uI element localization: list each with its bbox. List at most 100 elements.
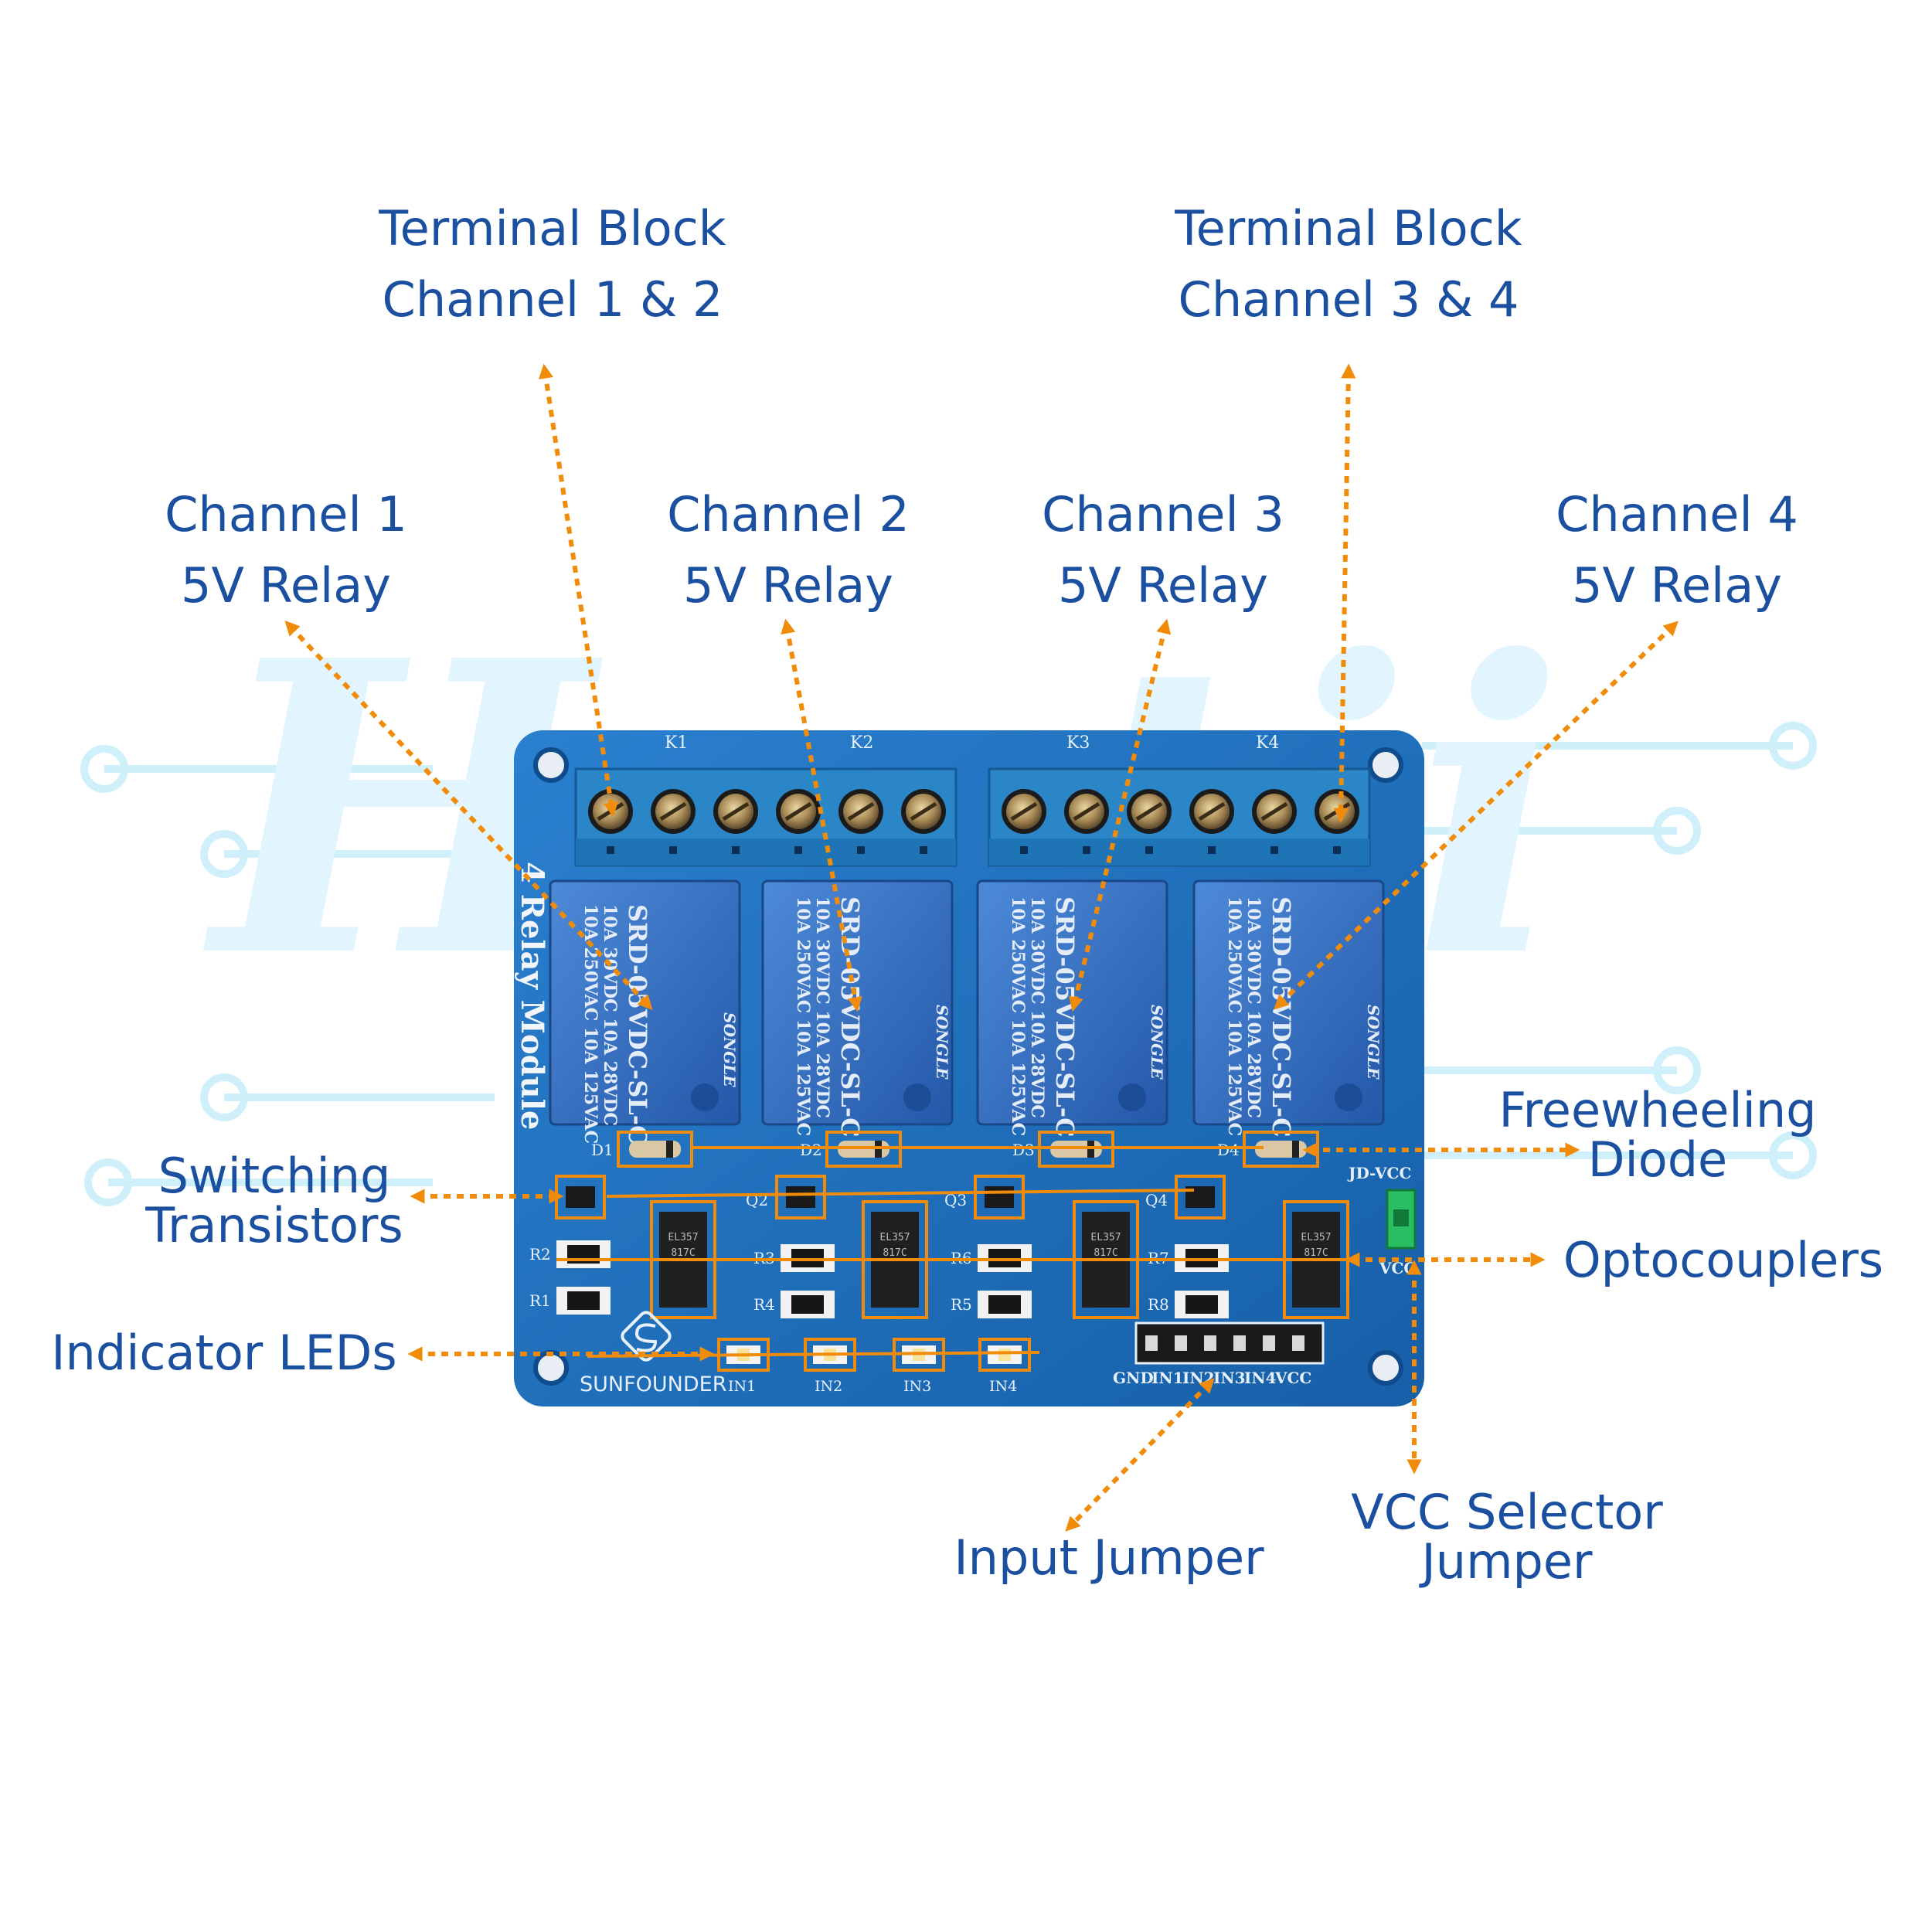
relay-rating-line: 10A 30VDC 10A 28VDC	[1243, 896, 1264, 1118]
vcc-jumper	[1386, 1189, 1417, 1250]
resistor-tag: R2	[529, 1245, 551, 1264]
relay-pin-mark	[1335, 1083, 1362, 1111]
label-line: Input Jumper	[954, 1529, 1264, 1586]
resistor: R5	[951, 1291, 1032, 1318]
label-line: Terminal Block	[379, 200, 726, 257]
opto-mark: EL357	[1090, 1232, 1121, 1243]
brand-name: SUNFOUNDER	[580, 1372, 726, 1396]
led-tag: IN1	[728, 1378, 756, 1395]
opto-mark: 817C	[1304, 1247, 1328, 1259]
header-pin	[1175, 1335, 1187, 1351]
signal-traces	[556, 1146, 1349, 1358]
module-title: 4 Relay Module	[514, 862, 550, 1130]
terminal-block-3-4	[988, 767, 1371, 867]
label-line: Channel 1	[165, 486, 407, 543]
screw-terminal	[1189, 789, 1234, 854]
label-vcc-selector-jumper: VCC Selector Jumper	[1329, 1488, 1685, 1587]
label-channel-2: Channel 2 5V Relay	[634, 479, 943, 621]
terminal-block-1-2	[574, 767, 957, 867]
label-line: Channel 3	[1042, 486, 1284, 543]
screw-terminal	[901, 789, 946, 854]
leader-channel-2	[781, 618, 862, 1012]
relay-pin-mark	[691, 1083, 719, 1111]
opto-mark: EL357	[668, 1232, 698, 1243]
label-line: 5V Relay	[1058, 557, 1268, 614]
relay-pin-mark	[903, 1083, 931, 1111]
label-optocouplers: Optocouplers	[1546, 1225, 1901, 1296]
relay-rating-line: 10A 250VAC 10A 125VAC	[580, 904, 600, 1144]
relay-tag-k2: K2	[850, 733, 873, 753]
header-pin	[1292, 1335, 1304, 1351]
led-tag: IN2	[815, 1378, 842, 1395]
label-channel-4: Channel 4 5V Relay	[1522, 479, 1832, 621]
label-line: Diode	[1587, 1131, 1728, 1188]
diode-tag: D4	[1217, 1141, 1240, 1159]
resistor-tag: R1	[529, 1291, 551, 1310]
header-pin-label: IN1	[1151, 1369, 1184, 1387]
relay-tag-k3: K3	[1066, 733, 1090, 753]
label-switching-transistors: Switching Transistors	[116, 1151, 433, 1250]
header-pin	[1204, 1335, 1216, 1351]
header-pin	[1263, 1335, 1275, 1351]
mounting-hole	[533, 747, 569, 783]
indicator-led: IN4	[978, 1338, 1031, 1395]
mounting-hole	[1368, 1350, 1403, 1386]
relay-maker: SONGLE	[1148, 1005, 1166, 1080]
resistor: R2	[529, 1240, 611, 1268]
opto-mark: 817C	[1094, 1247, 1117, 1259]
label-line: 5V Relay	[1572, 557, 1782, 614]
label-line: Channel 1 & 2	[382, 271, 723, 328]
relay-rating-line: 10A 250VAC 10A 125VAC	[793, 896, 813, 1136]
opto-mark: 817C	[671, 1247, 695, 1259]
diode-tag: D1	[591, 1141, 614, 1159]
relay-rating-line: 10A 250VAC 10A 125VAC	[1008, 896, 1028, 1136]
jd-vcc-label: JD-VCC	[1347, 1164, 1411, 1182]
label-line: Freewheeling	[1498, 1082, 1817, 1138]
label-line: VCC Selector	[1351, 1484, 1663, 1540]
label-line: Channel 4	[1556, 486, 1798, 543]
diode-tag: D2	[800, 1141, 822, 1159]
label-channel-1: Channel 1 5V Relay	[131, 479, 440, 621]
label-line: Indicator LEDs	[51, 1325, 397, 1381]
resistor-tag: R5	[951, 1295, 972, 1314]
transistor-tag: Q4	[1145, 1191, 1168, 1209]
relay-rating-line: 10A 30VDC 10A 28VDC	[812, 896, 832, 1118]
relay-tag-k4: K4	[1256, 733, 1279, 753]
label-line: Terminal Block	[1175, 200, 1522, 257]
leader-lines	[284, 363, 1679, 1532]
relay-model: SRD-05VDC-SL-C	[1050, 896, 1080, 1138]
label-input-jumper: Input Jumper	[931, 1522, 1287, 1594]
label-line: Transistors	[145, 1197, 403, 1253]
led-tag: IN3	[903, 1378, 931, 1395]
relay-pin-mark	[1118, 1083, 1146, 1111]
resistor: R1	[529, 1287, 611, 1315]
led-tag: IN4	[989, 1378, 1017, 1395]
resistor-tag: R8	[1148, 1295, 1169, 1314]
screw-terminal	[651, 789, 696, 854]
opto-mark: EL357	[879, 1232, 910, 1243]
label-line: Channel 2	[667, 486, 910, 543]
header-pin	[1145, 1335, 1158, 1351]
relay-rating-line: 10A 30VDC 10A 28VDC	[1027, 896, 1047, 1118]
relay-model: SRD-05VDC-SL-C	[1267, 896, 1296, 1138]
diode-tag: D3	[1012, 1141, 1035, 1159]
relay-model: SRD-05VDC-SL-C	[835, 896, 865, 1138]
opto-mark: 817C	[883, 1247, 906, 1259]
relay-rating-line: 10A 250VAC 10A 125VAC	[1224, 896, 1244, 1136]
label-line: Channel 3 & 4	[1178, 271, 1519, 328]
mounting-hole	[533, 1350, 569, 1386]
label-freewheeling-diode: Freewheeling Diode	[1484, 1086, 1832, 1185]
label-indicator-leds: Indicator LEDs	[35, 1318, 413, 1389]
relay-model: SRD-05VDC-SL-C	[623, 904, 652, 1145]
resistor: R4	[753, 1291, 835, 1318]
header-pin	[1233, 1335, 1246, 1351]
relay-maker: SONGLE	[933, 1005, 951, 1080]
relay-tag-k1: K1	[665, 733, 688, 753]
resistor: R8	[1148, 1291, 1229, 1318]
relay-rating-line: 10A 30VDC 10A 28VDC	[600, 904, 620, 1126]
relay-maker: SONGLE	[1364, 1005, 1383, 1080]
